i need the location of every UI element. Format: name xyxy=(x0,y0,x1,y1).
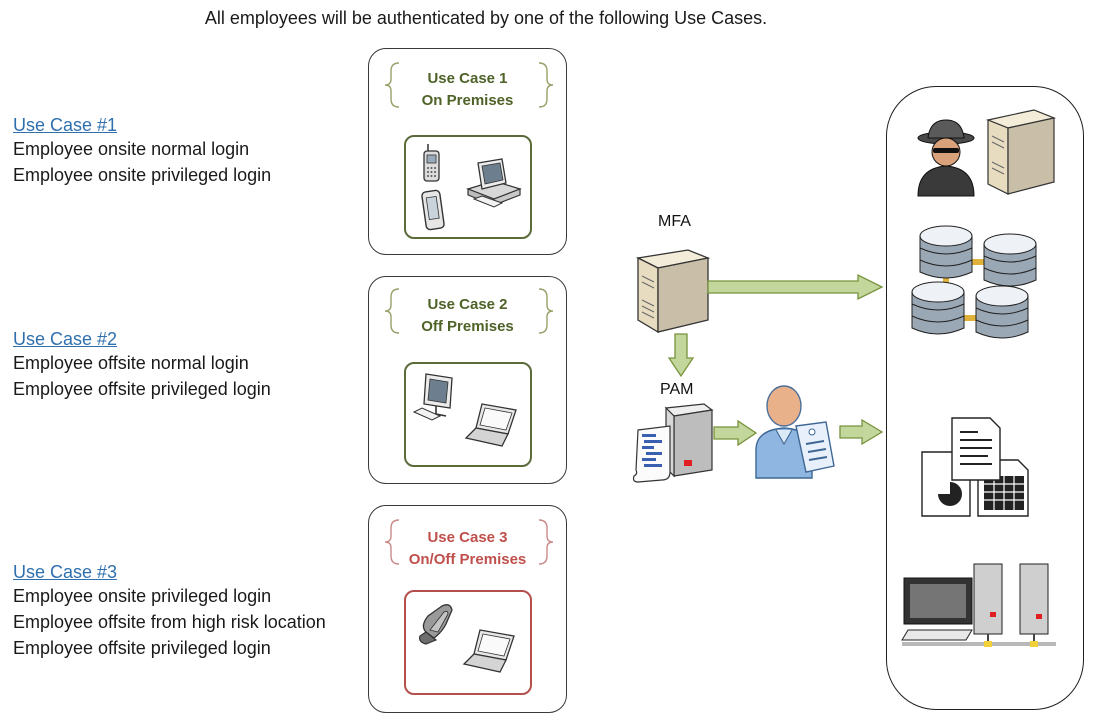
mfa-to-pam-arrow xyxy=(667,333,695,378)
use-case-2-devices xyxy=(404,362,532,467)
user-to-resources-arrow xyxy=(839,418,884,446)
network-workstation-icon xyxy=(901,563,1056,647)
use-case-2-title-line-1: Use Case 2 xyxy=(427,296,508,313)
use-case-3-card: Use Case 3 On/Off Premises xyxy=(368,505,567,713)
spy-user-icon xyxy=(917,119,975,197)
use-case-2-line-1: Employee offsite normal login xyxy=(13,353,249,373)
use-case-3-line-2: Employee offsite from high risk location xyxy=(13,612,326,632)
use-case-1-link[interactable]: Use Case #1 xyxy=(13,115,118,135)
use-case-2-line-2: Employee offsite privileged login xyxy=(13,379,271,399)
use-case-3-title: Use Case 3 On/Off Premises xyxy=(369,527,566,571)
pam-label: PAM xyxy=(660,381,694,398)
database-icon xyxy=(919,225,973,279)
use-case-2-text: Use Case #2 Employee offsite normal logi… xyxy=(13,329,271,402)
flip-phone-icon xyxy=(419,604,453,645)
desktop-computer-icon xyxy=(466,158,522,208)
mfa-server-icon xyxy=(635,249,711,334)
use-case-1-title: Use Case 1 On Premises xyxy=(369,68,566,112)
pam-server-icon xyxy=(632,403,714,483)
use-case-3-title-line-2: On/Off Premises xyxy=(408,551,527,568)
use-case-3-devices xyxy=(404,590,532,695)
user-badge-icon xyxy=(755,385,835,479)
use-case-2-link[interactable]: Use Case #2 xyxy=(13,329,118,349)
page-title: All employees will be authenticated by o… xyxy=(204,8,768,28)
mfa-to-resources-arrow xyxy=(707,273,884,301)
desktop-computer-icon xyxy=(412,373,453,421)
use-case-3-line-3: Employee offsite privileged login xyxy=(13,638,271,658)
mfa-label: MFA xyxy=(658,213,691,230)
use-case-1-text: Use Case #1 Employee onsite normal login… xyxy=(13,115,271,188)
server-icon xyxy=(985,109,1057,195)
use-case-2-card: Use Case 2 Off Premises xyxy=(368,276,567,484)
use-case-1-card: Use Case 1 On Premises xyxy=(368,48,567,255)
use-case-2-title: Use Case 2 Off Premises xyxy=(369,294,566,338)
use-case-3-text: Use Case #3 Employee onsite privileged l… xyxy=(13,562,326,661)
use-case-1-title-line-2: On Premises xyxy=(421,92,514,109)
use-case-1-line-1: Employee onsite normal login xyxy=(13,139,250,159)
pam-to-user-arrow xyxy=(713,419,758,447)
use-case-1-line-2: Employee onsite privileged login xyxy=(13,165,272,185)
brace-group-icon xyxy=(384,288,554,334)
use-case-3-link[interactable]: Use Case #3 xyxy=(13,562,118,582)
tablet-icon xyxy=(421,189,445,231)
use-case-1-devices xyxy=(404,135,532,239)
brace-group-icon xyxy=(384,62,554,108)
resources-panel xyxy=(886,86,1084,710)
cell-phone-icon xyxy=(423,144,440,182)
use-case-1-title-line-1: Use Case 1 xyxy=(427,70,508,87)
use-case-2-title-line-2: Off Premises xyxy=(421,318,514,335)
brace-group-icon xyxy=(384,519,554,565)
documents-icon xyxy=(921,417,1029,517)
laptop-icon xyxy=(464,403,517,447)
use-case-3-line-1: Employee onsite privileged login xyxy=(13,586,272,606)
laptop-icon xyxy=(462,629,515,673)
use-case-3-title-line-1: Use Case 3 xyxy=(427,529,508,546)
database-cluster-icon xyxy=(911,225,1037,339)
